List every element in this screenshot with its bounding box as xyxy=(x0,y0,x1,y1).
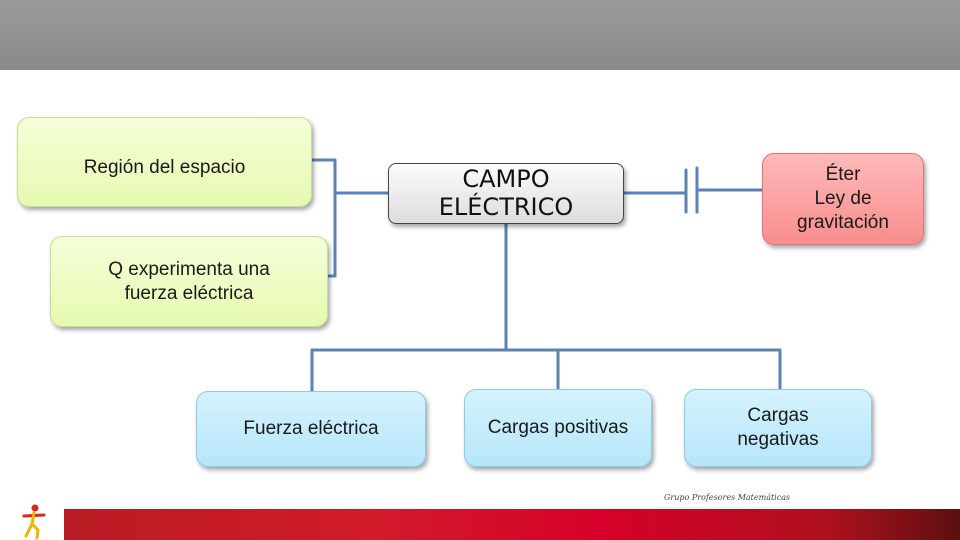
negative-charges-label: Cargas negativas xyxy=(737,405,819,450)
force-experience-box: Q experimenta una fuerza eléctrica xyxy=(50,236,328,327)
ether-label-line1: Éter xyxy=(825,164,861,186)
header-bar xyxy=(0,0,960,70)
positive-charges-label: Cargas positivas xyxy=(487,417,629,439)
electric-force-label: Fuerza eléctrica xyxy=(243,418,379,440)
central-concept-box: CAMPO ELÉCTRICO xyxy=(388,163,624,224)
ether-label-line3: gravitación xyxy=(797,211,889,233)
region-box: Región del espacio xyxy=(17,117,312,207)
ether-label-line2: Ley de xyxy=(814,188,872,210)
ether-box: Éter Ley de gravitación xyxy=(762,153,924,245)
footer-caption: Grupo Profesores Matemáticas xyxy=(664,493,791,502)
electric-force-box: Fuerza eléctrica xyxy=(196,391,426,467)
region-label: Región del espacio xyxy=(83,157,246,178)
runner-logo-icon xyxy=(22,504,46,540)
footer-bar xyxy=(64,509,960,540)
left-bracket-line xyxy=(310,158,337,278)
negative-charges-box: Cargas negativas xyxy=(684,389,872,467)
central-concept-label: CAMPO ELÉCTRICO xyxy=(438,164,574,221)
positive-charges-box: Cargas positivas xyxy=(464,389,652,467)
force-experience-label: Q experimenta una fuerza eléctrica xyxy=(108,258,270,304)
